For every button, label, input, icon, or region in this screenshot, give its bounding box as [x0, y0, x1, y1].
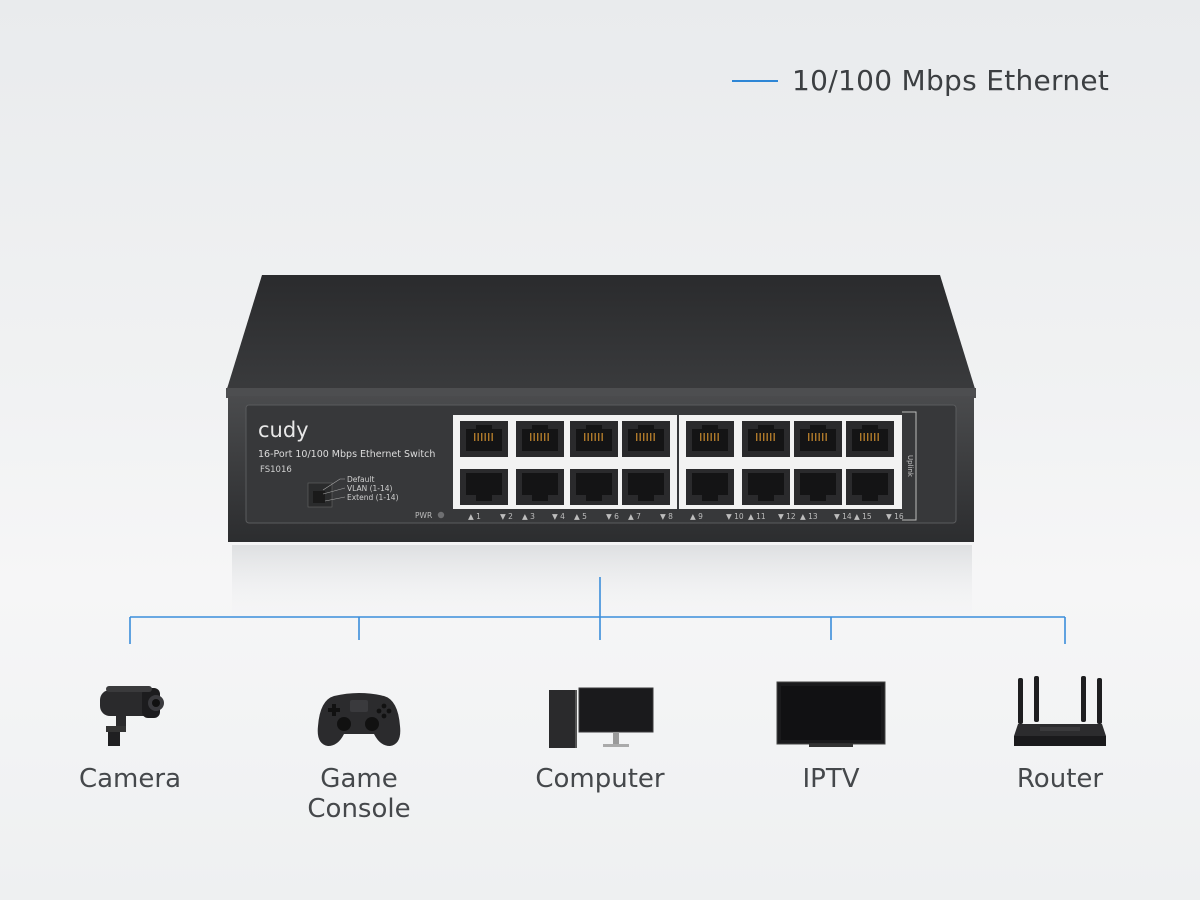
port-number-label: ▲ 7 — [628, 512, 641, 521]
port-number-label: ▲ 9 — [690, 512, 703, 521]
port-number-label: ▲ 11 — [748, 512, 766, 521]
router-icon — [970, 660, 1150, 750]
device-label: Router — [1016, 764, 1104, 794]
port-number-label: ▼ 4 — [552, 512, 565, 521]
power-led — [437, 511, 445, 519]
switch-edge — [226, 388, 976, 398]
port-number-label: ▲ 13 — [800, 512, 818, 521]
mode-option-vlan: VLAN (1-14) — [347, 484, 393, 493]
rj45-port[interactable] — [516, 421, 564, 457]
camera-icon — [40, 660, 220, 750]
connection-lines — [129, 577, 1066, 644]
tv-icon — [741, 660, 921, 750]
rj45-port[interactable] — [460, 469, 508, 505]
brand-logo: cudy — [258, 418, 309, 442]
mode-switch-knob[interactable] — [313, 491, 325, 503]
mode-option-extend: Extend (1-14) — [347, 493, 399, 502]
rj45-port[interactable] — [686, 469, 734, 505]
port-number-label: ▲ 5 — [574, 512, 587, 521]
ports-group — [460, 421, 894, 505]
port-number-label: ▼ 2 — [500, 512, 513, 521]
legend-label: 10/100 Mbps Ethernet — [792, 64, 1110, 97]
switch-reflection — [232, 545, 972, 625]
port-number-label: ▲ 3 — [522, 512, 535, 521]
rj45-port[interactable] — [570, 469, 618, 505]
gamepad-icon — [269, 660, 449, 750]
port-number-label: ▼ 12 — [778, 512, 796, 521]
uplink-label: Uplink — [906, 455, 914, 478]
rj45-port[interactable] — [570, 421, 618, 457]
rj45-port[interactable] — [794, 421, 842, 457]
rj45-port[interactable] — [742, 421, 790, 457]
device-label: Game Console — [307, 764, 411, 824]
mode-leader-lines — [322, 478, 346, 502]
port-labels-group: ▲ 1 ▼ 2 ▲ 3 ▼ 4 ▲ 5 ▼ 6 ▲ 7 ▼ 8 ▲ 9 ▼ 10 ▲ 11 ▼ 12 ▲… — [468, 512, 904, 521]
device-label: Computer — [535, 764, 665, 794]
port-number-label: ▲ 15 — [854, 512, 872, 521]
mode-option-default: Default — [347, 475, 374, 484]
port-number-label: ▼ 14 — [834, 512, 852, 521]
rj45-port[interactable] — [794, 469, 842, 505]
port-number-label: ▼ 10 — [726, 512, 744, 521]
rj45-port[interactable] — [846, 469, 894, 505]
rj45-port[interactable] — [846, 421, 894, 457]
rj45-port[interactable] — [460, 421, 508, 457]
uplink-bracket — [902, 411, 917, 521]
port-number-label: ▼ 16 — [886, 512, 904, 521]
port-number-label: ▼ 8 — [660, 512, 673, 521]
device-label: Camera — [78, 764, 182, 794]
rj45-port[interactable] — [742, 469, 790, 505]
rj45-port[interactable] — [686, 421, 734, 457]
computer-icon — [510, 660, 690, 750]
switch-top — [226, 275, 976, 392]
device-computer: Computer — [510, 660, 690, 794]
port-number-label: ▲ 1 — [468, 512, 481, 521]
legend: 10/100 Mbps Ethernet — [732, 64, 1109, 97]
rj45-port[interactable] — [622, 421, 670, 457]
model-id: FS1016 — [260, 465, 292, 475]
rj45-port[interactable] — [622, 469, 670, 505]
device-camera: Camera — [40, 660, 220, 794]
power-label: PWR — [415, 511, 432, 520]
device-iptv: IPTV — [741, 660, 921, 794]
device-label: IPTV — [802, 764, 860, 794]
device-router: Router — [970, 660, 1150, 794]
device-game-console: Game Console — [269, 660, 449, 824]
rj45-port[interactable] — [516, 469, 564, 505]
model-title: 16-Port 10/100 Mbps Ethernet Switch — [258, 449, 435, 460]
port-number-label: ▼ 6 — [606, 512, 619, 521]
legend-line — [732, 79, 778, 82]
